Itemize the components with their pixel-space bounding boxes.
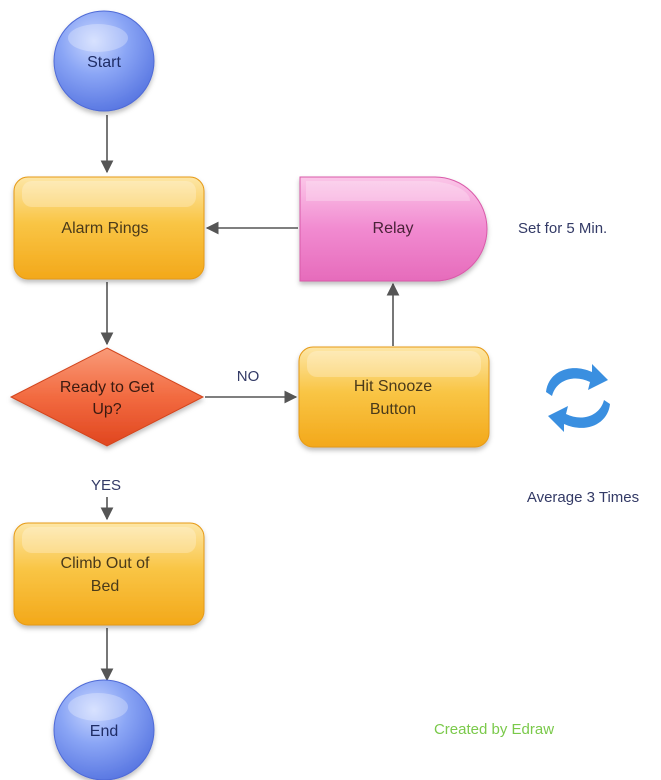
end-node[interactable] [53,679,155,780]
climb-out-node[interactable] [13,522,205,626]
created-by-credit: Created by Edraw [434,721,554,738]
climb-out-label-line2: Bed [91,578,119,595]
decision-label-line2: Up? [92,401,121,418]
end-node-label: End [90,723,118,740]
alarm-rings-node[interactable] [13,176,205,280]
refresh-icon [546,364,610,432]
start-node[interactable] [53,10,155,112]
ready-decision-node[interactable] [9,347,205,447]
start-node-label: Start [87,54,121,71]
hit-snooze-node[interactable] [298,346,490,448]
decision-label-line1: Ready to Get [60,379,155,396]
edge-label-yes: YES [91,477,121,494]
climb-out-label-line1: Climb Out of [61,555,150,572]
relay-label: Relay [373,220,414,237]
relay-note: Set for 5 Min. [518,220,607,237]
relay-node[interactable] [299,176,488,282]
hit-snooze-label-line1: Hit Snooze [354,378,432,395]
alarm-rings-label: Alarm Rings [61,220,148,237]
edge-label-no: NO [237,368,260,385]
hit-snooze-label-line2: Button [370,401,416,418]
snooze-note: Average 3 Times [527,489,639,506]
